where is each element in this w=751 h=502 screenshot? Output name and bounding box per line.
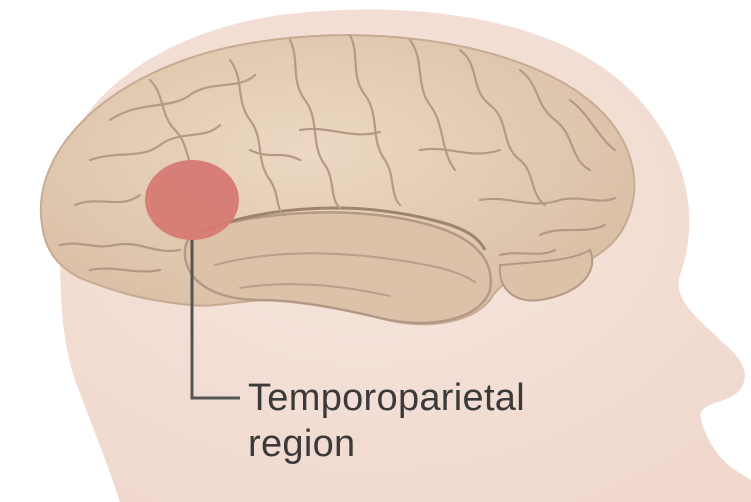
temporoparietal-highlight [145,160,239,240]
region-label: Temporoparietal region [248,375,628,467]
region-label-line-2: region [248,421,628,467]
region-label-line-1: Temporoparietal [248,375,628,421]
